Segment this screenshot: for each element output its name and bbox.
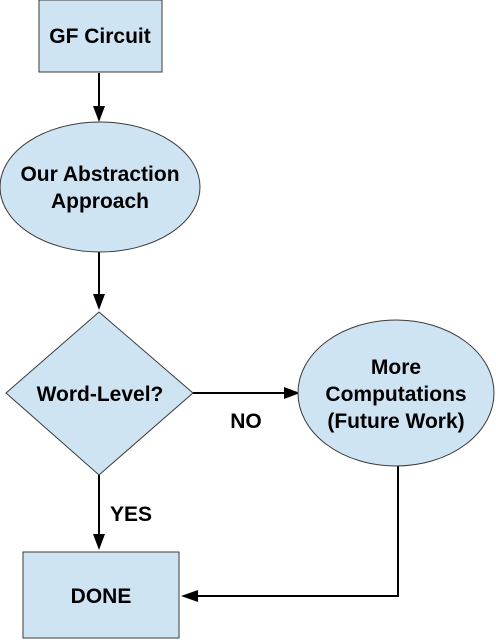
more-label-line-2: Computations: [325, 383, 466, 406]
more-label-line-3: (Future Work): [327, 410, 464, 433]
no-edge-label: NO: [230, 410, 262, 433]
node-done: DONE: [22, 551, 180, 639]
arrowhead-decision: [93, 294, 105, 310]
abstraction-ellipse: [0, 121, 201, 253]
node-gf-circuit: GF Circuit: [38, 0, 163, 73]
done-box: [22, 551, 180, 639]
edges: [93, 73, 399, 602]
gf-circuit-box: [38, 0, 163, 73]
gf-circuit-label: GF Circuit: [49, 25, 151, 48]
more-ellipse: [297, 319, 495, 467]
arrowhead-abstraction: [93, 106, 105, 122]
abstraction-label-line-1: Our Abstraction: [20, 163, 179, 186]
node-more: More Computations (Future Work): [297, 319, 495, 467]
abstraction-label-line-2: Approach: [51, 190, 149, 213]
arrowhead-more: [284, 387, 300, 399]
done-label: DONE: [71, 585, 132, 608]
arrowhead-done-right: [181, 590, 198, 602]
edge-more-to-done: [196, 466, 399, 597]
decision-label: Word-Level?: [37, 383, 164, 406]
yes-edge-label: YES: [110, 503, 152, 526]
decision-diamond: [5, 311, 194, 476]
node-decision: Word-Level?: [5, 311, 194, 476]
node-abstraction: Our Abstraction Approach: [0, 121, 201, 253]
arrowhead-done-top: [93, 534, 105, 550]
more-label-line-1: More: [371, 356, 421, 379]
